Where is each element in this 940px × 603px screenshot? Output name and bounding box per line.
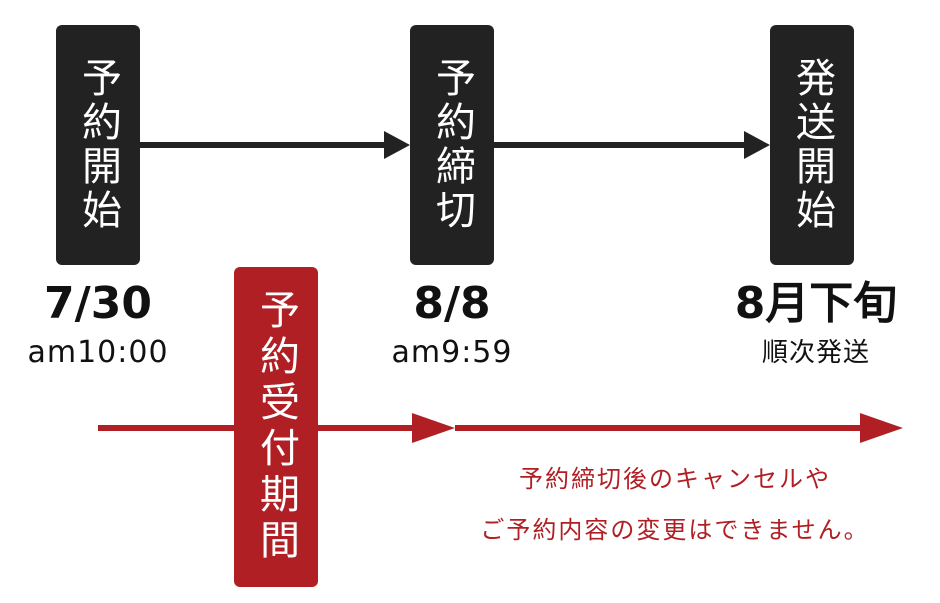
- milestone-ship-datetime: 8月下旬 順次発送: [706, 278, 926, 368]
- notice-line-1: 予約締切後のキャンセルや: [519, 465, 831, 493]
- arrowhead-period-end: [412, 413, 455, 443]
- milestone-start-label: 予約開始: [75, 57, 121, 233]
- arrowhead-ship: [744, 131, 770, 159]
- milestone-close-date: 8/8: [413, 278, 491, 329]
- milestone-start-time: am10:00: [27, 335, 169, 370]
- milestone-close-label: 予約締切: [429, 57, 475, 233]
- milestone-ship-box: 発送開始: [770, 25, 854, 265]
- reservation-period-box: 予約受付期間: [234, 267, 318, 587]
- reservation-period-label: 予約受付期間: [253, 289, 299, 565]
- milestone-ship-note: 順次発送: [761, 338, 870, 368]
- arrowhead-close: [384, 131, 410, 159]
- notice-line-2: ご予約内容の変更はできません。: [480, 516, 870, 544]
- milestone-start-box: 予約開始: [56, 25, 140, 265]
- milestone-close-time: am9:59: [391, 335, 513, 370]
- milestone-close-box: 予約締切: [410, 25, 494, 265]
- milestone-close-datetime: 8/8 am9:59: [362, 282, 542, 368]
- milestone-ship-date: 8月下旬: [734, 278, 898, 329]
- milestone-start-date: 7/30: [44, 278, 152, 329]
- milestone-start-datetime: 7/30 am10:00: [0, 282, 196, 368]
- arrowhead-after-close: [860, 413, 903, 443]
- milestone-ship-label: 発送開始: [789, 57, 835, 233]
